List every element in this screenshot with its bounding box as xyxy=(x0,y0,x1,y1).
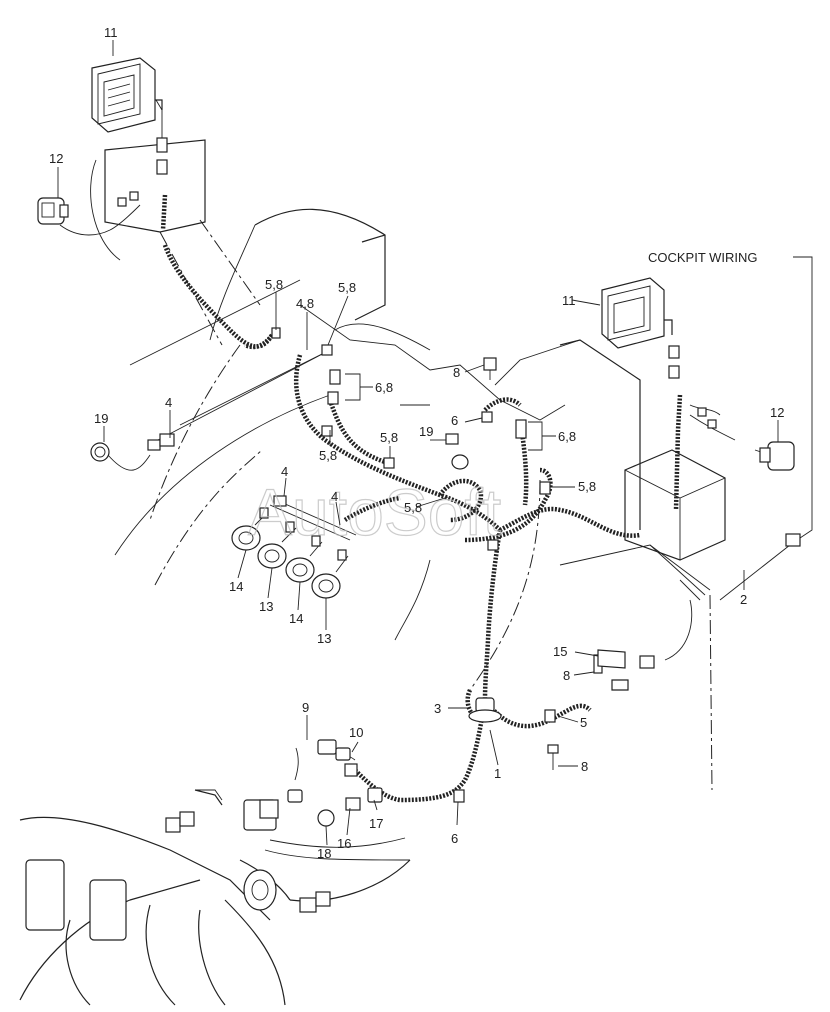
callout-label: 5,8 xyxy=(338,280,356,295)
callout-label: 15 xyxy=(553,644,567,659)
callout-label: 1 xyxy=(494,766,501,781)
callout-label: 14 xyxy=(229,579,243,594)
callout-label: 18 xyxy=(317,846,331,861)
callout-label: 14 xyxy=(289,611,303,626)
callout-label: 8 xyxy=(563,668,570,683)
callout-label: 3 xyxy=(434,701,441,716)
callout-label: 12 xyxy=(49,151,63,166)
leader-lines xyxy=(57,40,813,846)
callout-label: 5,8 xyxy=(404,500,422,515)
work-lamp-icon xyxy=(601,277,680,379)
watermark: AutoSoft xyxy=(248,475,501,549)
callout-label: 4 xyxy=(281,464,288,479)
callout-label: 13 xyxy=(317,631,331,646)
callout-label: 6,8 xyxy=(375,380,393,395)
callout-label: 5,8 xyxy=(578,479,596,494)
connector-icon xyxy=(785,533,801,547)
callout-label: 11 xyxy=(104,25,118,40)
lamp-socket-icon xyxy=(445,433,469,470)
callout-label: 4 xyxy=(331,489,338,504)
callout-label: 6,8 xyxy=(558,429,576,444)
callout-label: 6 xyxy=(451,413,458,428)
callout-label: 12 xyxy=(770,405,784,420)
horn-icon xyxy=(231,495,357,599)
callout-label: 8 xyxy=(453,365,460,380)
body-outline xyxy=(19,139,726,1006)
lamp-socket-icon xyxy=(90,433,175,462)
callout-label: 11 xyxy=(562,293,576,308)
callout-label: 9 xyxy=(302,700,309,715)
diagram-title: COCKPIT WIRING xyxy=(648,250,758,265)
callout-label: 19 xyxy=(94,411,108,426)
clamp-icon xyxy=(271,327,603,803)
callout-label: 8 xyxy=(581,759,588,774)
callout-label: 4,8 xyxy=(296,296,314,311)
callout-label: 5,8 xyxy=(319,448,337,463)
callout-label: 6 xyxy=(451,831,458,846)
callout-label: 16 xyxy=(337,836,351,851)
callout-label: 5,8 xyxy=(380,430,398,445)
rear-lamp-icon xyxy=(697,407,795,471)
callout-label: 5,8 xyxy=(265,277,283,292)
callout-label: 4 xyxy=(165,395,172,410)
callout-label: 5 xyxy=(580,715,587,730)
callout-labels: 11 12 5,8 4,8 5,8 11 8 6,8 4 19 5,8 6 5,… xyxy=(49,25,784,861)
sensor-icon xyxy=(165,739,383,913)
wiring-harness xyxy=(59,99,791,803)
callout-label: 10 xyxy=(349,725,363,740)
callout-label: 13 xyxy=(259,599,273,614)
components xyxy=(37,57,801,913)
callout-label: 17 xyxy=(369,816,383,831)
callout-label: 2 xyxy=(740,592,747,607)
rear-lamp-icon xyxy=(37,191,139,225)
callout-label: 19 xyxy=(419,424,433,439)
bracket-icon xyxy=(597,649,655,691)
work-lamp-icon xyxy=(91,57,168,175)
